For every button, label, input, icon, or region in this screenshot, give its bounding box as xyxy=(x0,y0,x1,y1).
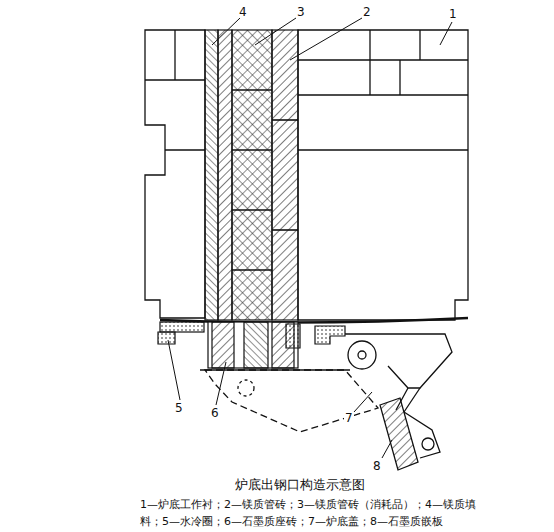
figure-caption: 1—炉底工作衬；2—镁质管砖；3—镁质管砖（消耗品）；4—镁质填料；5—水冷圈；… xyxy=(140,496,480,530)
graphite-plate xyxy=(380,398,440,470)
callout-number: 7 xyxy=(344,412,354,424)
callout-number: 4 xyxy=(238,6,248,18)
callout-number: 6 xyxy=(210,407,220,419)
water-ring xyxy=(158,322,345,348)
furnace-bottom xyxy=(145,30,468,323)
callout-number: 3 xyxy=(296,6,306,18)
tap-hole-tube xyxy=(205,30,298,368)
leader-lines xyxy=(168,18,452,458)
figure-title: 炉底出钢口构造示意图 xyxy=(235,478,365,491)
callout-number: 5 xyxy=(174,402,184,414)
callout-number: 8 xyxy=(372,460,382,472)
callout-number: 2 xyxy=(362,6,372,18)
bottom-cover xyxy=(200,334,452,432)
callout-number: 1 xyxy=(448,8,458,20)
